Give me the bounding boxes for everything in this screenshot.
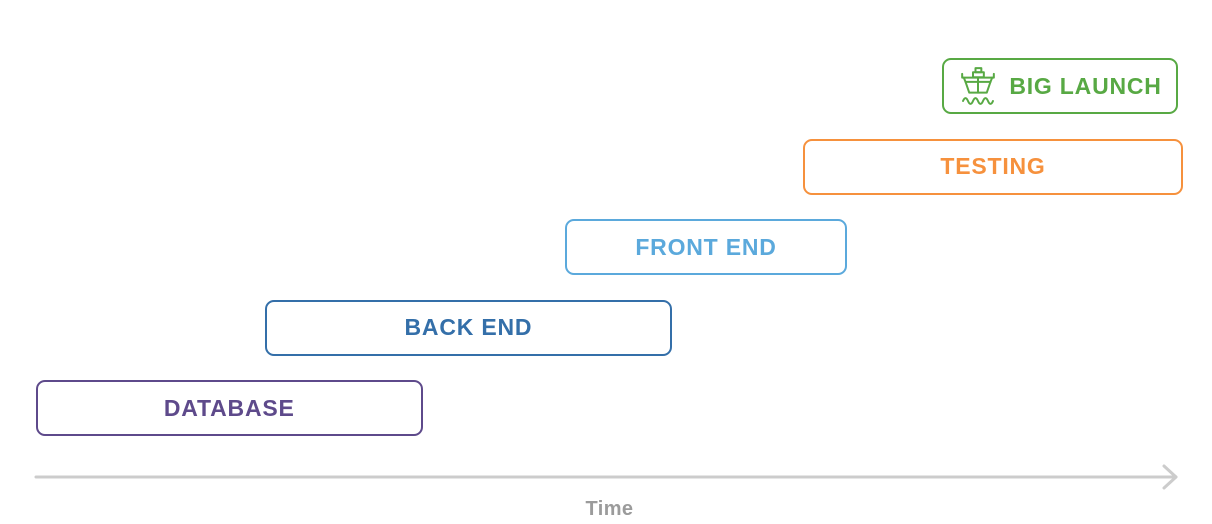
time-axis-label: Time <box>585 498 634 520</box>
task-label: BACK END <box>404 314 533 340</box>
task-label: DATABASE <box>163 394 295 421</box>
task-big-launch: BIG LAUNCH <box>942 58 1178 114</box>
task-database: DATABASE <box>36 380 423 436</box>
task-label: FRONT END <box>635 233 777 260</box>
task-testing: TESTING <box>802 138 1183 195</box>
task-label: TESTING <box>940 153 1046 179</box>
time-axis-arrow <box>34 464 1178 490</box>
task-front-end: FRONT END <box>564 219 848 275</box>
task-back-end: BACK END <box>264 299 672 356</box>
ship-icon <box>961 67 996 105</box>
task-label: BIG LAUNCH <box>1009 72 1162 99</box>
ship-icon <box>958 64 998 108</box>
